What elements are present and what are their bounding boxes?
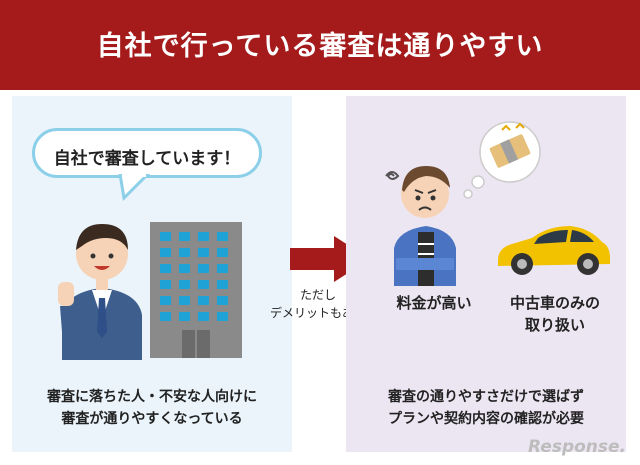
worried-man-illustration [385,166,456,286]
building-window [198,312,209,321]
building-window [179,264,190,273]
building-window [160,248,171,257]
speech-bubble-text: 自社で審査しています！ [53,149,241,169]
used-car-label: 中古車のみの 取り扱い [500,292,610,336]
used-car-label-line1: 中古車のみの [509,294,600,312]
building-window [160,296,171,305]
building-window [179,296,190,305]
building-window [198,296,209,305]
left-caption-line2: 審査が通りやすくなっている [61,411,243,427]
header-bar: 自社で行っている審査は通りやすい [0,0,640,90]
response-watermark: Response. [528,437,626,457]
building-window [160,312,171,321]
yellow-car-icon [498,226,610,275]
building-window [198,280,209,289]
used-car-label-line2: 取り扱い [524,316,585,334]
building-window [179,232,190,241]
building-window [217,232,228,241]
right-caption-line2: プランや契約内容の確認が必要 [388,411,584,427]
building-window [217,264,228,273]
arrow-note-line1: ただし [299,288,336,302]
building-window [217,280,228,289]
office-building-icon [150,222,242,358]
arrow-note: ただし デメリットもある [262,286,374,322]
left-caption-line1: 審査に落ちた人・不安な人向けに [47,389,257,405]
speech-bubble: 自社で審査しています！ [32,128,262,178]
building-window [217,312,228,321]
building-window [198,248,209,257]
right-caption-line1: 審査の通りやすさだけで選ばず [388,389,584,405]
building-window [179,248,190,257]
building-window [160,280,171,289]
building-window [198,264,209,273]
arrow-note-line2: デメリットもある [269,306,366,320]
building-window [217,248,228,257]
price-label: 料金が高い [396,294,472,312]
building-window [179,312,190,321]
building-window [198,232,209,241]
right-caption: 審査の通りやすさだけで選ばず プランや契約内容の確認が必要 [346,386,626,430]
building-window [160,264,171,273]
building-window [179,280,190,289]
building-window [160,232,171,241]
building-window [217,296,228,305]
businessman-illustration [58,224,142,360]
left-caption: 審査に落ちた人・不安な人向けに 審査が通りやすくなっている [12,386,292,430]
money-thought-bubble [463,121,541,199]
page-title: 自社で行っている審査は通りやすい [96,31,544,62]
speech-bubble-tail [118,174,151,202]
